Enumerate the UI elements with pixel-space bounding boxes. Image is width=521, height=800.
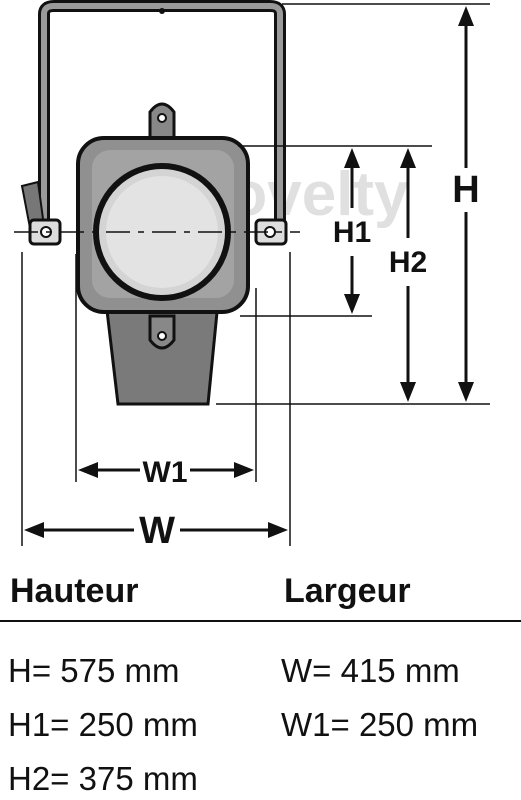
header-rule bbox=[0, 620, 521, 622]
dimension-w bbox=[24, 522, 288, 538]
width-value-w1: W1= 250 mm bbox=[281, 706, 479, 743]
height-value-h2: H2= 375 mm bbox=[8, 760, 198, 797]
label-h2: H2 bbox=[389, 246, 427, 279]
width-value-w: W= 415 mm bbox=[281, 652, 460, 689]
dimensions-table: Hauteur Largeur H= 575 mm H1= 250 mm H2=… bbox=[0, 560, 521, 800]
label-w1: W1 bbox=[143, 456, 188, 489]
height-heading: Hauteur bbox=[10, 572, 139, 610]
height-value-h1: H1= 250 mm bbox=[8, 706, 198, 743]
dimension-h bbox=[458, 6, 474, 402]
fixture-diagram: novelty bbox=[14, 0, 490, 552]
dimension-h2 bbox=[400, 148, 416, 402]
label-h: H bbox=[452, 169, 479, 211]
dimension-h1 bbox=[344, 148, 360, 314]
dimension-w1 bbox=[78, 462, 254, 478]
width-heading: Largeur bbox=[284, 572, 411, 610]
label-w: W bbox=[139, 510, 175, 552]
label-h1: H1 bbox=[333, 216, 371, 249]
height-value-h: H= 575 mm bbox=[8, 652, 180, 689]
